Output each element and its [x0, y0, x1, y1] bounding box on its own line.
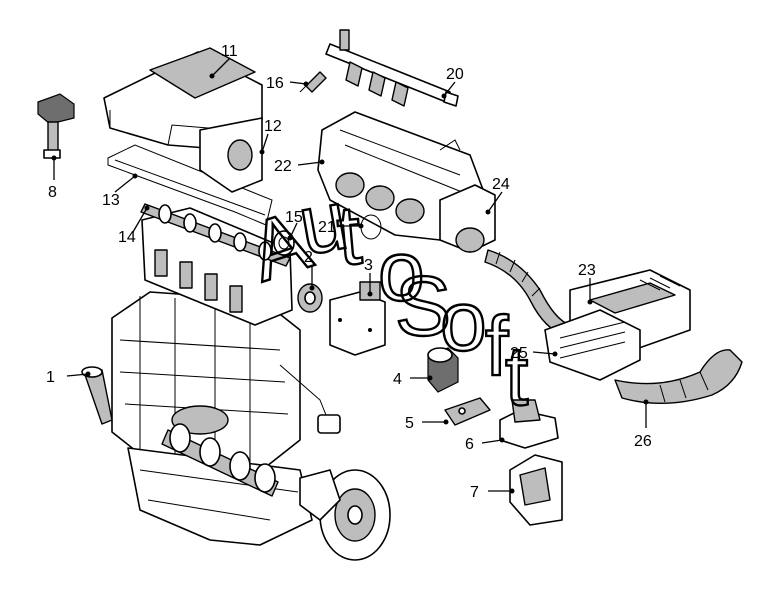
callout-23: 23	[578, 262, 596, 279]
callout-24: 24	[492, 176, 510, 193]
callout-7: 7	[470, 484, 479, 501]
callout-6: 6	[465, 436, 474, 453]
callout-20: 20	[446, 66, 464, 83]
callout-12: 12	[264, 118, 282, 135]
callout-22: 22	[274, 158, 292, 175]
mount-bracket	[509, 454, 563, 526]
callout-4: 4	[393, 371, 402, 388]
flywheel	[299, 469, 391, 561]
callout-1: 1	[46, 369, 55, 386]
cylinder-head	[141, 207, 293, 326]
callout-26: 26	[634, 433, 652, 450]
callout-21: 21	[318, 219, 336, 236]
valve-cover	[103, 47, 263, 193]
intake-duct	[614, 349, 743, 404]
gear-pulley	[297, 283, 323, 313]
engine-block	[111, 291, 341, 471]
callout-11: 11	[221, 43, 238, 60]
callout-2: 2	[304, 249, 313, 266]
callout-16: 16	[266, 75, 284, 92]
watermark-letter: t	[505, 329, 528, 423]
callout-labels: 1 2 3 4 5 6 7 8 11 12 13 14 15 16 20 21 …	[46, 43, 652, 501]
watermark-letter: S	[395, 259, 451, 353]
callout-8: 8	[48, 184, 57, 201]
callout-5: 5	[405, 415, 414, 432]
callout-15: 15	[285, 209, 303, 226]
head-gasket	[107, 144, 273, 226]
callout-3: 3	[364, 257, 373, 274]
watermark-letter: o	[440, 274, 487, 368]
cover-plate	[329, 281, 386, 356]
crankshaft	[161, 423, 279, 497]
watermark-letter: f	[485, 299, 509, 393]
sensor-valve	[427, 347, 459, 393]
callout-13: 13	[102, 192, 120, 209]
air-filter-housing	[544, 269, 691, 381]
leader-lines	[51, 57, 649, 494]
throttle-body	[439, 184, 496, 253]
fuel-rail	[325, 29, 459, 107]
spark-plug	[299, 71, 327, 93]
callout-14: 14	[118, 229, 136, 246]
ignition-coil	[37, 93, 75, 159]
callout-25: 25	[510, 345, 528, 362]
camshaft	[140, 203, 291, 267]
watermark-letter: o	[378, 224, 425, 318]
bracket-5	[444, 397, 491, 426]
